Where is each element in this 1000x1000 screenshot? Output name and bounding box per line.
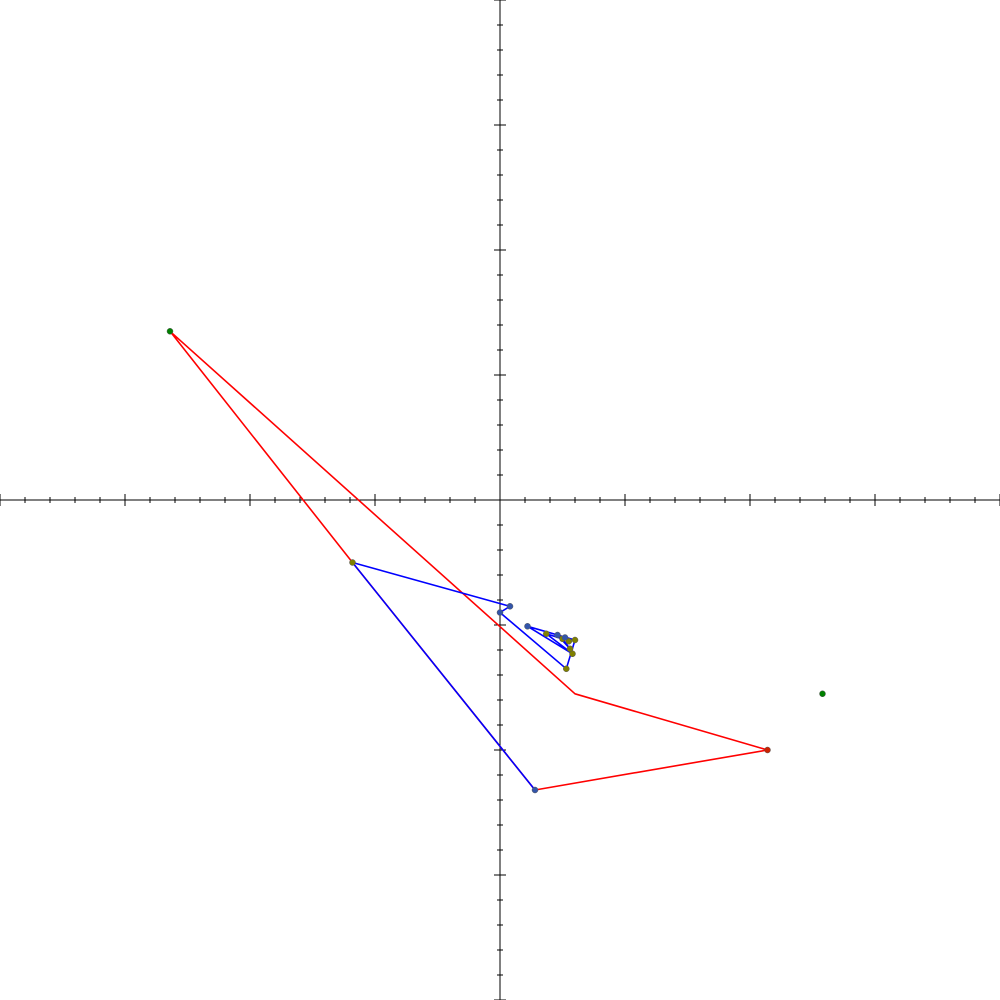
data-point <box>565 638 573 645</box>
data-point <box>531 786 539 794</box>
data-point <box>166 328 174 335</box>
data-point <box>543 630 550 638</box>
data-point <box>524 623 531 630</box>
series-paths <box>169 330 769 791</box>
data-point <box>506 603 514 610</box>
data-point <box>563 665 570 673</box>
series-path-0 <box>169 330 769 791</box>
data-point <box>561 634 569 641</box>
data-point <box>554 631 561 639</box>
data-point <box>496 609 504 616</box>
data-point <box>566 645 574 653</box>
data-points <box>166 328 826 794</box>
data-point <box>349 559 356 566</box>
data-point <box>764 746 771 754</box>
series-path-1 <box>351 561 576 791</box>
data-point <box>819 690 826 698</box>
data-point <box>571 636 579 644</box>
